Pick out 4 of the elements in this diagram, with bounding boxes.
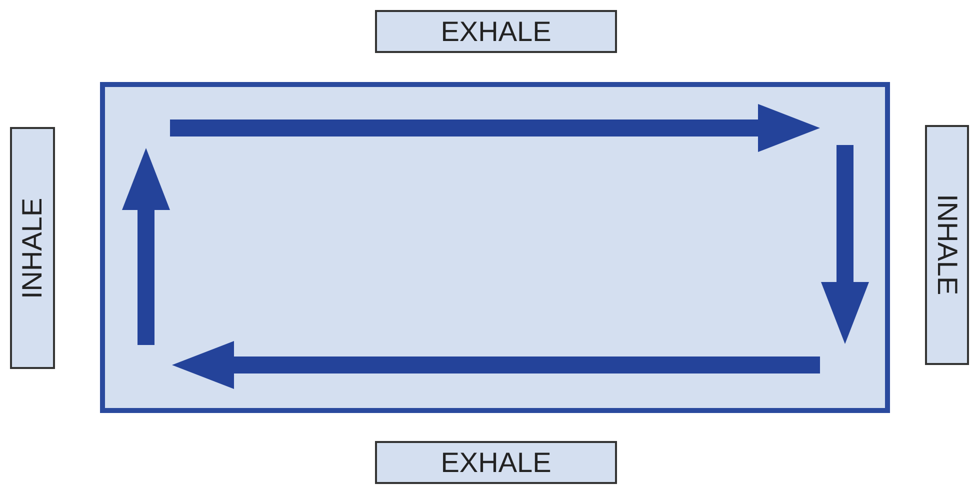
phase-label: INHALE bbox=[10, 127, 55, 369]
phase-label: EXHALE bbox=[375, 441, 617, 484]
phase-label: EXHALE bbox=[375, 10, 617, 53]
phase-label: INHALE bbox=[925, 125, 969, 365]
